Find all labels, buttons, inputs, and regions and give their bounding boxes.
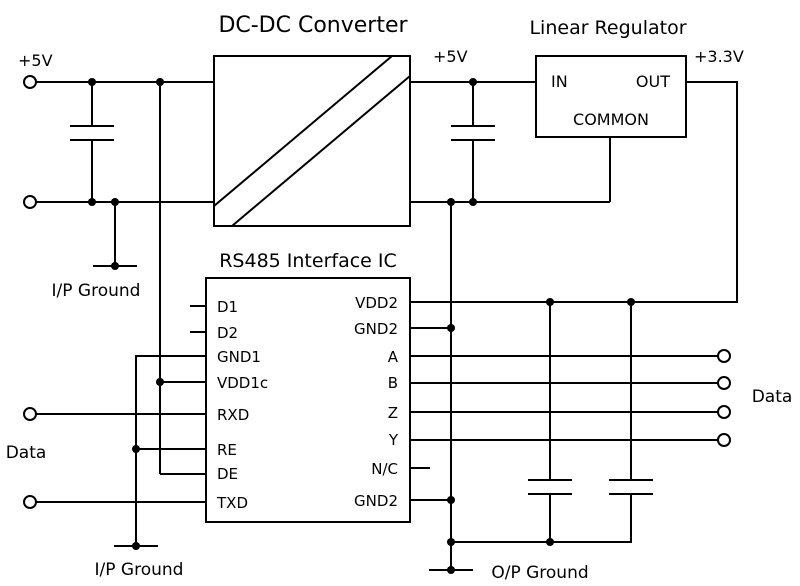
bus-a-terminal — [717, 349, 731, 363]
ic-left-wiring — [36, 305, 206, 550]
pin-gnd2-top: GND2 — [354, 320, 398, 338]
ip-ground-label-bottom: I/P Ground — [95, 560, 184, 580]
pin-d1: D1 — [217, 298, 238, 316]
regulator-in-label: IN — [551, 72, 568, 91]
input-ground-terminal — [23, 195, 37, 209]
output-3v3-label: +3.3V — [694, 47, 744, 66]
ic-right-wiring — [410, 324, 718, 504]
pin-b: B — [388, 374, 398, 392]
pin-rxd: RXD — [217, 406, 249, 424]
ic-right-pins: VDD2 GND2 A B Z Y N/C GND2 — [354, 294, 399, 510]
converter-title: DC-DC Converter — [218, 13, 408, 38]
ip-ground-label-top: I/P Ground — [52, 281, 141, 301]
pin-z: Z — [388, 404, 398, 422]
decoupling-capacitors — [429, 479, 653, 574]
converter-output-wiring — [410, 78, 611, 570]
pin-d2: D2 — [217, 324, 238, 342]
right-data-label: Data — [752, 387, 793, 407]
bus-b-terminal — [717, 376, 731, 390]
pin-vdd1c: VDD1c — [217, 374, 268, 392]
dc-dc-converter — [213, 55, 411, 227]
rs485-interface-ic — [205, 277, 411, 523]
pin-y: Y — [388, 431, 399, 449]
op-ground-label: O/P Ground — [491, 563, 588, 583]
rxd-data-terminal — [23, 407, 37, 421]
bus-y-terminal — [717, 433, 731, 447]
pin-re: RE — [217, 441, 237, 459]
bus-z-terminal — [717, 405, 731, 419]
pin-txd: TXD — [216, 494, 248, 512]
pin-de: DE — [217, 465, 238, 483]
ic-title: RS485 Interface IC — [219, 250, 397, 272]
regulator-title: Linear Regulator — [529, 17, 686, 39]
ic-left-pins: D1 D2 GND1 VDD1c RXD RE DE TXD — [216, 298, 268, 512]
linear-regulator: IN OUT COMMON — [535, 55, 687, 138]
regulator-common-label: COMMON — [573, 110, 649, 129]
pin-vdd2: VDD2 — [355, 294, 398, 312]
pin-gnd2-bottom: GND2 — [354, 492, 398, 510]
pin-a: A — [388, 348, 399, 366]
pin-gnd1: GND1 — [217, 348, 261, 366]
input-5v-label: +5V — [18, 51, 53, 70]
left-data-label: Data — [6, 443, 47, 463]
input-5v-terminal — [23, 75, 37, 89]
input-power-wiring — [36, 78, 214, 474]
txd-data-terminal — [23, 495, 37, 509]
vdd2-rail-wiring — [410, 81, 738, 480]
output-5v-label: +5V — [433, 47, 468, 66]
pin-nc: N/C — [371, 460, 398, 478]
regulator-out-label: OUT — [636, 72, 670, 91]
